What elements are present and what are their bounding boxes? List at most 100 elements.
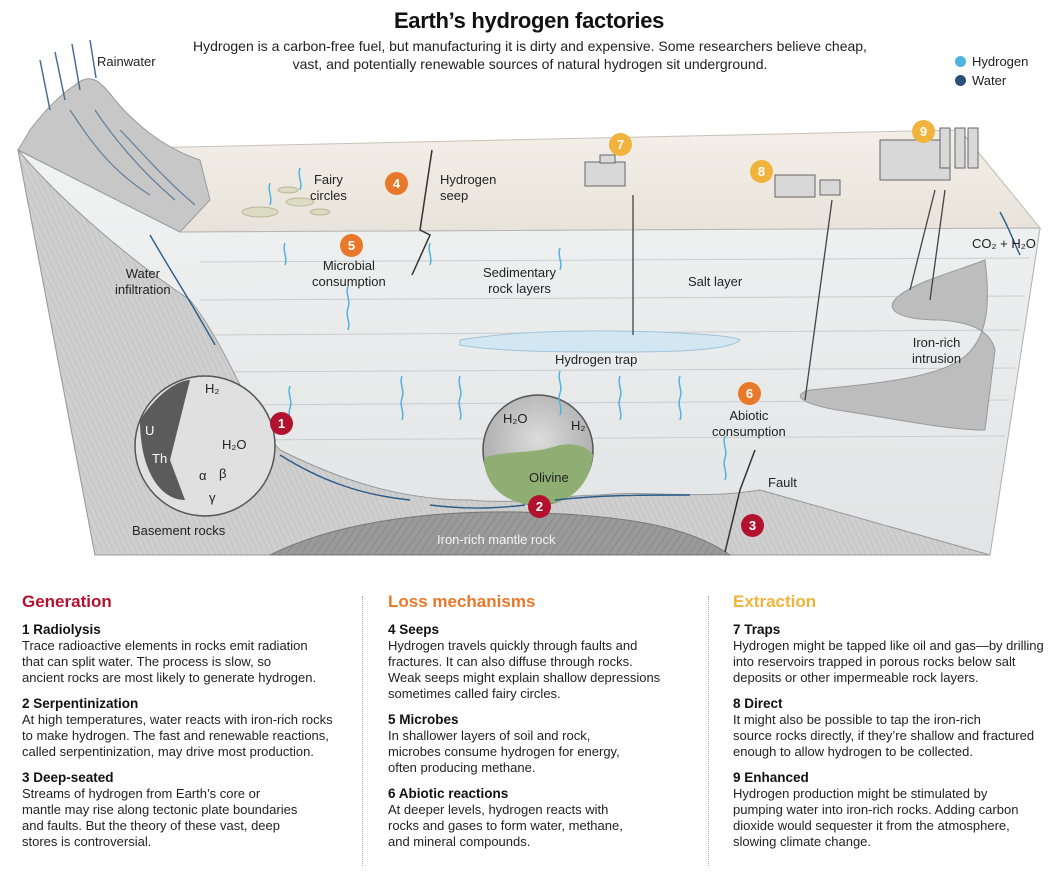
item-abiotic-reactions: 6 Abiotic reactions At deeper levels, hy… [388,786,718,850]
text-line: rocks and gases to form water, methane, [388,818,623,833]
column-heading: Extraction [733,592,817,611]
item-title: 4 Seeps [388,622,440,637]
item-deep-seated: 3 Deep-seated Streams of hydrogen from E… [22,770,352,850]
seep-fault [411,149,433,276]
label-h2o-serpentinization: H₂O [503,411,528,426]
text-line: that can split water. The process is slo… [22,654,272,669]
column-divider [708,596,709,866]
badge-5: 5 [340,234,363,257]
text-line: into reservoirs trapped in porous rocks … [733,654,1016,669]
label-mantle-rock: Iron-rich mantle rock [437,532,556,547]
legend-item-water: Water [955,73,1028,88]
item-title: 5 Microbes [388,712,459,727]
text-line: stores is controversial. [22,834,152,849]
column-loss-mechanisms: Loss mechanisms 4 Seeps Hydrogen travels… [388,592,718,860]
label-hydrogen-trap: Hydrogen trap [555,352,638,367]
label-h2o-radiolysis: H₂O [222,437,247,452]
item-text: At high temperatures, water reacts with … [22,712,352,760]
label-co2-h2o: CO₂ + H₂O [972,236,1036,251]
text-line: slowing climate change. [733,834,872,849]
item-enhanced: 9 Enhanced Hydrogen production might be … [733,770,1053,850]
label-thorium: Th [152,451,168,466]
column-heading: Generation [22,592,112,611]
label-sedimentary: Sedimentary rock layers [483,265,556,296]
geology-diagram [17,39,1042,556]
item-microbes: 5 Microbes In shallower layers of soil a… [388,712,718,776]
label-iron-rich-intrusion: Iron-rich intrusion [912,335,962,366]
deep-fault [724,449,756,553]
text-line: enough to allow hydrogen to be collected… [733,744,973,759]
badge-4: 4 [385,172,408,195]
text-line: Hydrogen production might be stimulated … [733,786,988,801]
text-line: At deeper levels, hydrogen reacts with [388,802,609,817]
badge-9: 9 [912,120,935,143]
hydrogen-dot-icon [955,56,966,67]
radiolysis-inset [134,375,276,517]
item-text: In shallower layers of soil and rock,mic… [388,728,718,776]
text-line: It might also be possible to tap the iro… [733,712,981,727]
text-line: and faults. But the theory of these vast… [22,818,281,833]
text-line: and mineral compounds. [388,834,531,849]
text-line: Hydrogen might be tapped like oil and ga… [733,638,1044,653]
text-line: Trace radioactive elements in rocks emit… [22,638,308,653]
mantle-rock [269,511,732,556]
label-rainwater: Rainwater [97,54,156,69]
label-beta: β [219,466,227,481]
text-line: mantle may rise along tectonic plate bou… [22,802,298,817]
item-text: Hydrogen travels quickly through faults … [388,638,718,702]
text-line: fractures. It can also diffuse through r… [388,654,633,669]
badge-7: 7 [609,133,632,156]
item-title: 1 Radiolysis [22,622,101,637]
badge-8: 8 [750,160,773,183]
hydrogen-trap-shape [459,330,741,353]
iron-rich-intrusion [799,259,996,431]
water-flow-arrows [149,211,1021,509]
label-uranium: U [145,423,155,438]
water-dot-icon [955,75,966,86]
item-title: 8 Direct [733,696,783,711]
label-abiotic-consumption: Abiotic consumption [712,408,786,439]
text-line: pumping water into iron-rich rocks. Addi… [733,802,1019,817]
text-line: dioxide would sequester it from the atmo… [733,818,1010,833]
text-line: deposits or other impermeable rock layer… [733,670,979,685]
text-line: ancient rocks are most likely to generat… [22,670,317,685]
text-line: In shallower layers of soil and rock, [388,728,591,743]
text-line: often producing methane. [388,760,536,775]
item-text: Hydrogen production might be stimulated … [733,786,1053,850]
legend-item-hydrogen: Hydrogen [955,54,1028,69]
item-traps: 7 Traps Hydrogen might be tapped like oi… [733,622,1053,686]
hill-streams [69,109,196,206]
label-fairy-circles: Fairy circles [310,172,347,203]
item-title: 9 Enhanced [733,770,809,785]
text-line: sometimes called fairy circles. [388,686,561,701]
label-water-infiltration: Water infiltration [115,266,171,297]
text-line: called serpentinization, may drive most … [22,744,314,759]
facilities [584,127,979,198]
label-alpha: α [199,468,207,483]
item-serpentinization: 2 Serpentinization At high temperatures,… [22,696,352,760]
text-line: source rocks directly, if they’re shallo… [733,728,1035,743]
legend: Hydrogen Water [955,54,1028,88]
rain-arrows [39,39,97,111]
item-direct: 8 Direct It might also be possible to ta… [733,696,1053,760]
label-olivine: Olivine [529,470,569,485]
label-h2-radiolysis: H₂ [205,381,220,396]
item-radiolysis: 1 Radiolysis Trace radioactive elements … [22,622,352,686]
item-text: It might also be possible to tap the iro… [733,712,1053,760]
badge-3: 3 [741,514,764,537]
label-basement-rocks: Basement rocks [132,523,226,538]
item-text: Streams of hydrogen from Earth’s core or… [22,786,352,850]
item-text: Hydrogen might be tapped like oil and ga… [733,638,1053,686]
item-seeps: 4 Seeps Hydrogen travels quickly through… [388,622,718,702]
label-hydrogen-seep: Hydrogen seep [440,172,497,203]
legend-label: Water [972,73,1007,88]
hydrogen-flow-arrows [268,167,727,481]
label-salt-layer: Salt layer [688,274,743,289]
column-extraction: Extraction 7 Traps Hydrogen might be tap… [733,592,1053,860]
text-line: Hydrogen travels quickly through faults … [388,638,638,653]
serpentinization-inset [482,394,594,506]
legend-label: Hydrogen [972,54,1029,69]
text-line: to make hydrogen. The fast and renewable… [22,728,329,743]
item-title: 2 Serpentinization [22,696,139,711]
